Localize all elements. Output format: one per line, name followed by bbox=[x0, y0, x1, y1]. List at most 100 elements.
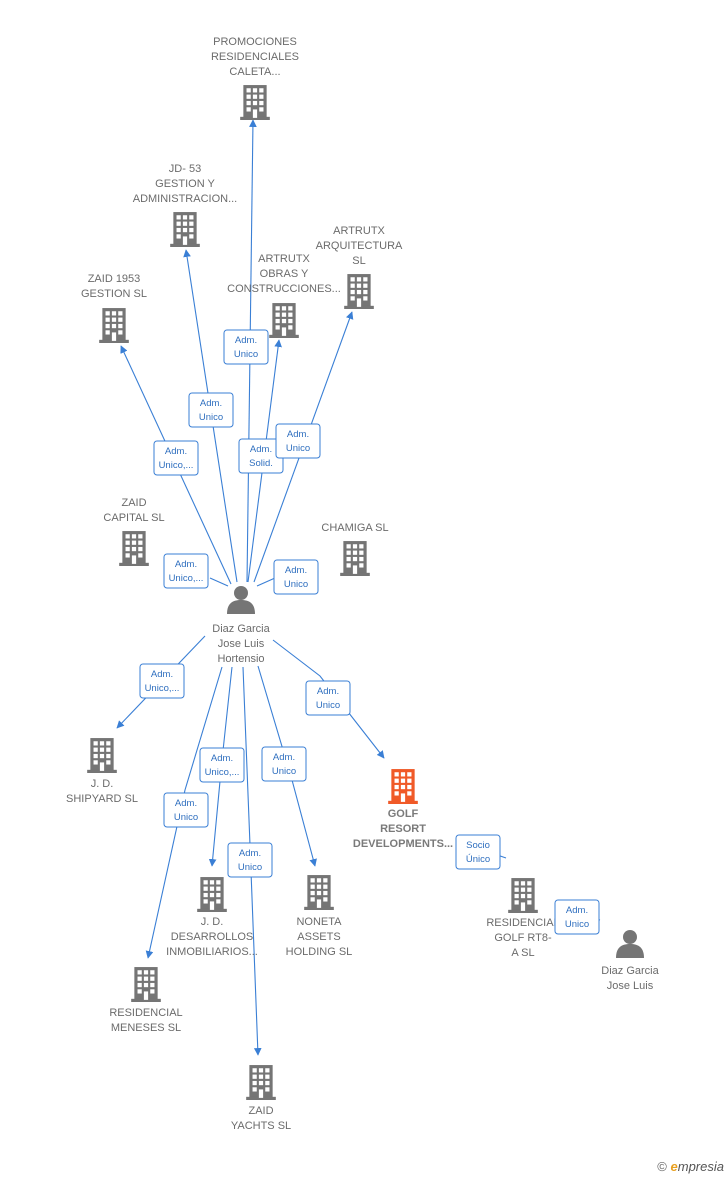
edge-label-text: Unico bbox=[286, 443, 310, 454]
node-label: DEVELOPMENTS... bbox=[353, 838, 453, 850]
node-label: SHIPYARD SL bbox=[66, 793, 138, 805]
edge-label-box bbox=[273, 559, 319, 595]
edge-label-box bbox=[261, 746, 307, 782]
edge-label-text: Adm. bbox=[175, 559, 197, 570]
node-label: HOLDING SL bbox=[286, 946, 353, 958]
edge-label-box bbox=[275, 423, 321, 459]
node-label: GOLF bbox=[388, 808, 419, 820]
edge-meneses bbox=[145, 666, 223, 959]
edge-label-jd53[interactable]: Adm.Unico bbox=[188, 392, 234, 428]
edge-label-diazjl[interactable]: Adm.Unico bbox=[554, 899, 600, 935]
edge-label-text: Unico bbox=[234, 349, 258, 360]
edge-label-artrutx-arq[interactable]: Adm. Unico bbox=[275, 423, 321, 459]
node-label: PROMOCIONES bbox=[213, 36, 297, 48]
node-meneses[interactable]: RESIDENCIAL MENESES SL bbox=[109, 967, 183, 1034]
edge-label-noneta[interactable]: Adm. Unico bbox=[261, 746, 307, 782]
node-label: INMOBILIARIOS... bbox=[166, 946, 258, 958]
node-label: JD- 53 bbox=[169, 163, 201, 175]
node-label: RESORT bbox=[380, 823, 426, 835]
node-label: RESIDENCIAL bbox=[109, 1007, 182, 1019]
edge-label-text: Unico bbox=[284, 579, 308, 590]
node-label: SL bbox=[352, 255, 365, 267]
building-icon bbox=[119, 531, 149, 566]
edge-label-box bbox=[227, 842, 273, 878]
node-label: ZAID 1953 bbox=[88, 273, 141, 285]
edge-label-text: Unico,... bbox=[145, 683, 180, 694]
edge-label-text: Solid. bbox=[249, 458, 273, 469]
edge-label-zaid1953[interactable]: Adm.Unico,... bbox=[153, 440, 199, 476]
node-golf[interactable]: GOLF RESORT DEVELOPMENTS... bbox=[353, 769, 453, 850]
building-icon bbox=[388, 769, 418, 804]
node-artrutx_arq[interactable]: ARTRUTX ARQUITECTURA SL bbox=[316, 225, 403, 309]
edge-label-box bbox=[188, 392, 234, 428]
building-icon bbox=[87, 738, 117, 773]
edge-label-jdshipyard[interactable]: Adm. Unico,... bbox=[139, 663, 185, 699]
edge-label-jddesarrollos[interactable]: Adm.Unico,... bbox=[199, 747, 245, 783]
node-label: J. D. bbox=[201, 916, 224, 928]
node-label: CAPITAL SL bbox=[103, 512, 164, 524]
person-icon bbox=[227, 586, 255, 614]
edge-label-artrutx-obras[interactable]: Adm. Solid. bbox=[238, 438, 284, 474]
edge-label-text: Adm. bbox=[566, 905, 588, 916]
node-label: CONSTRUCCIONES... bbox=[227, 283, 341, 295]
edge-label-text: Adm. bbox=[317, 686, 339, 697]
edge-label-text: Unico bbox=[316, 700, 340, 711]
node-label: ARTRUTX bbox=[333, 225, 385, 237]
node-label: RESIDENCIALES bbox=[211, 51, 299, 63]
node-label: GESTION SL bbox=[81, 288, 147, 300]
edge-label-golf[interactable]: Adm. Unico bbox=[305, 680, 351, 716]
edge-label-text: Socio bbox=[466, 840, 490, 851]
node-promociones[interactable]: PROMOCIONESRESIDENCIALESCALETA... bbox=[211, 36, 299, 120]
brand-e: e bbox=[670, 1159, 678, 1174]
edge-label-text: Unico bbox=[272, 766, 296, 777]
edge-label-meneses[interactable]: Adm.Unico bbox=[163, 792, 209, 828]
node-jddesarrollos[interactable]: J. D.DESARROLLOSINMOBILIARIOS... bbox=[166, 877, 258, 958]
node-label: A SL bbox=[511, 947, 534, 959]
edge-label-text: Adm. bbox=[285, 565, 307, 576]
node-label: CHAMIGA SL bbox=[321, 522, 388, 534]
edge-golf bbox=[272, 639, 385, 759]
building-icon bbox=[99, 308, 129, 343]
edge-labels-layer: Adm.UnicoAdm.UnicoAdm.Unico,...Adm.Solid… bbox=[139, 329, 600, 935]
node-jdshipyard[interactable]: J. D.SHIPYARD SL bbox=[66, 738, 138, 805]
building-icon bbox=[304, 875, 334, 910]
edge-zaidcapital bbox=[209, 577, 229, 587]
edge-label-box bbox=[163, 792, 209, 828]
edge-label-text: Adm. bbox=[287, 429, 309, 440]
edge-label-promociones[interactable]: Adm.Unico bbox=[223, 329, 269, 365]
edge-label-text: Adm. bbox=[273, 752, 295, 763]
person-icon bbox=[616, 930, 644, 958]
node-label: MENESES SL bbox=[111, 1022, 181, 1034]
node-label: GOLF RT8- bbox=[494, 932, 552, 944]
node-label: Hortensio bbox=[217, 653, 264, 665]
edge-label-zaidyachts[interactable]: Adm.Unico bbox=[227, 842, 273, 878]
edge-label-text: Adm. bbox=[151, 669, 173, 680]
empresia-logo[interactable]: © empresia bbox=[657, 1159, 724, 1174]
edge-label-text: Unico bbox=[199, 412, 223, 423]
brand-name: mpresia bbox=[677, 1159, 724, 1174]
edge-label-box bbox=[554, 899, 600, 935]
node-label: OBRAS Y bbox=[260, 268, 309, 280]
edge-chamiga bbox=[256, 577, 276, 587]
node-label: Diaz Garcia bbox=[212, 623, 270, 635]
edge-label-text: Adm. bbox=[239, 848, 261, 859]
node-label: GESTION Y bbox=[155, 178, 215, 190]
edge-label-text: Adm. bbox=[250, 444, 272, 455]
node-chamiga[interactable]: CHAMIGA SL bbox=[321, 522, 389, 576]
node-label: ARQUITECTURA bbox=[316, 240, 403, 252]
edge-label-chamiga[interactable]: Adm. Unico bbox=[273, 559, 319, 595]
edge-label-zaidcapital[interactable]: Adm.Unico,... bbox=[163, 553, 209, 589]
building-icon bbox=[197, 877, 227, 912]
edge-label-text: Adm. bbox=[175, 798, 197, 809]
